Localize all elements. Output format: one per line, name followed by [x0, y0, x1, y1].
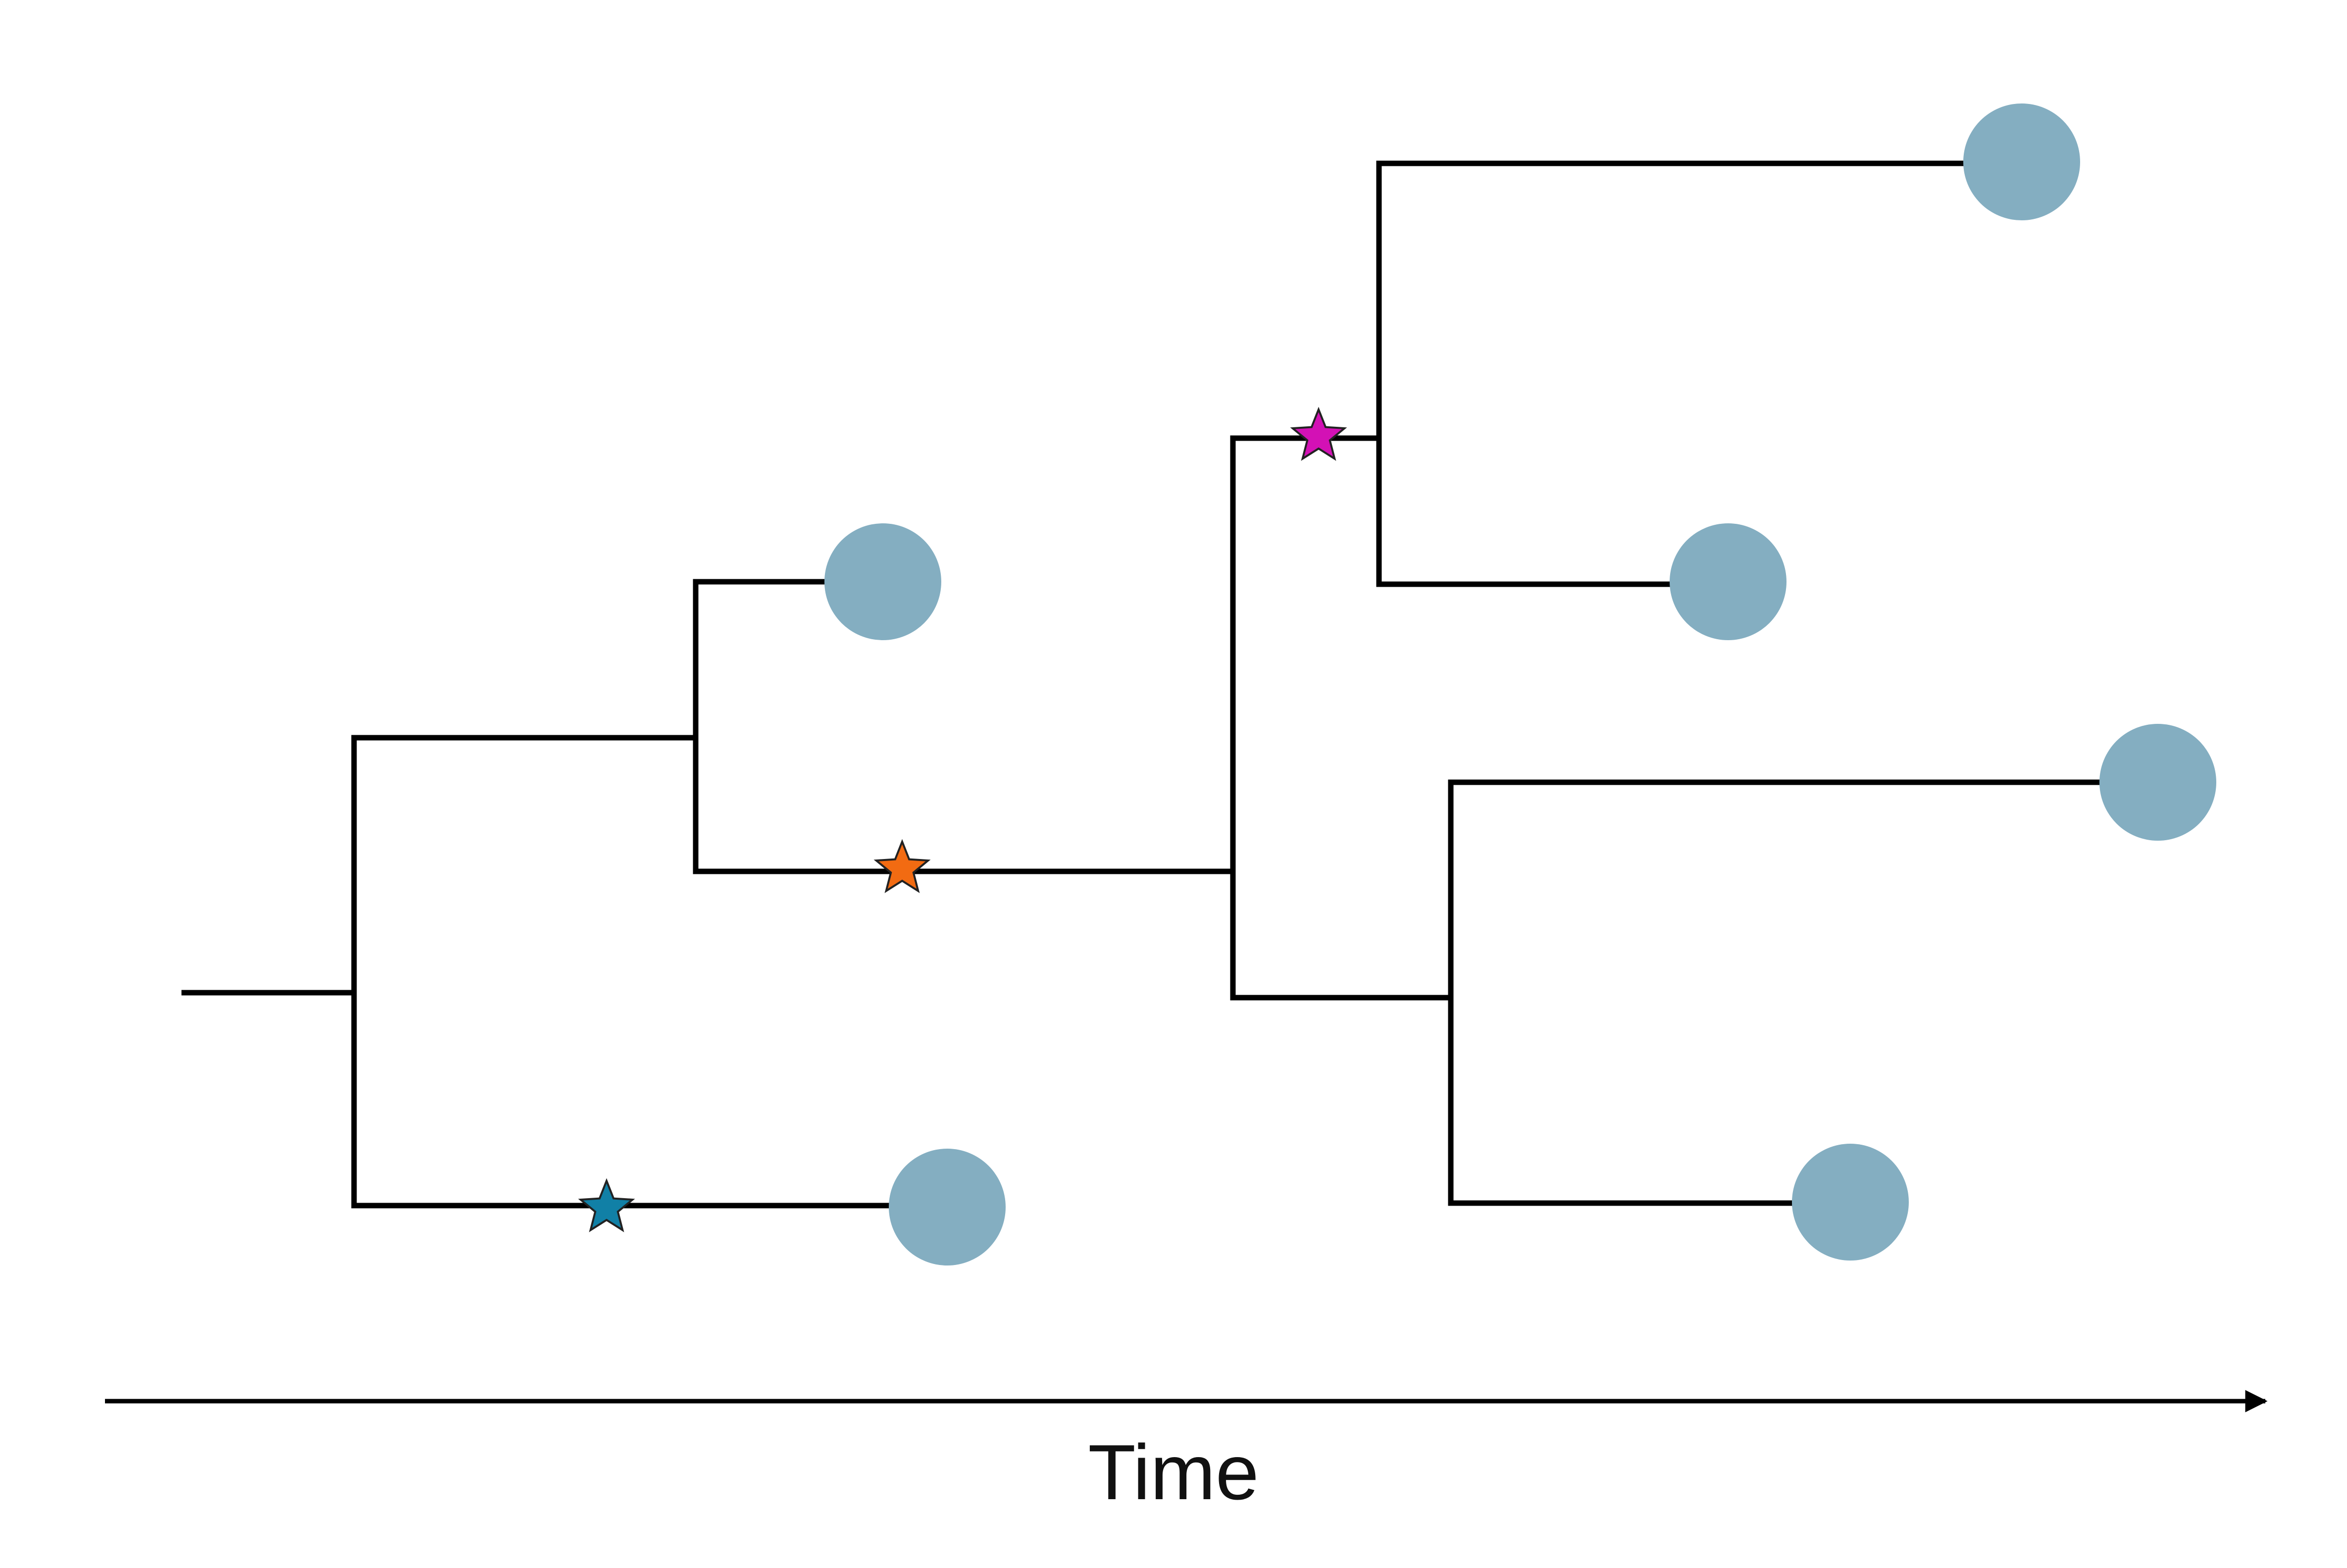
blue-star-icon [578, 1178, 635, 1232]
tip-node [1670, 523, 1786, 640]
tip-node [889, 1149, 1006, 1265]
tree-branches [181, 160, 2107, 1209]
tip-nodes [824, 103, 2216, 1265]
tip-node [1963, 103, 2080, 220]
magenta-star-icon [1290, 406, 1347, 461]
orange-star-icon [873, 839, 931, 893]
tip-node [824, 523, 941, 640]
mutation-markers [578, 406, 1347, 1232]
tip-node [1792, 1144, 1909, 1261]
time-axis-label: Time [1088, 1429, 1259, 1516]
tip-node [2099, 724, 2216, 841]
